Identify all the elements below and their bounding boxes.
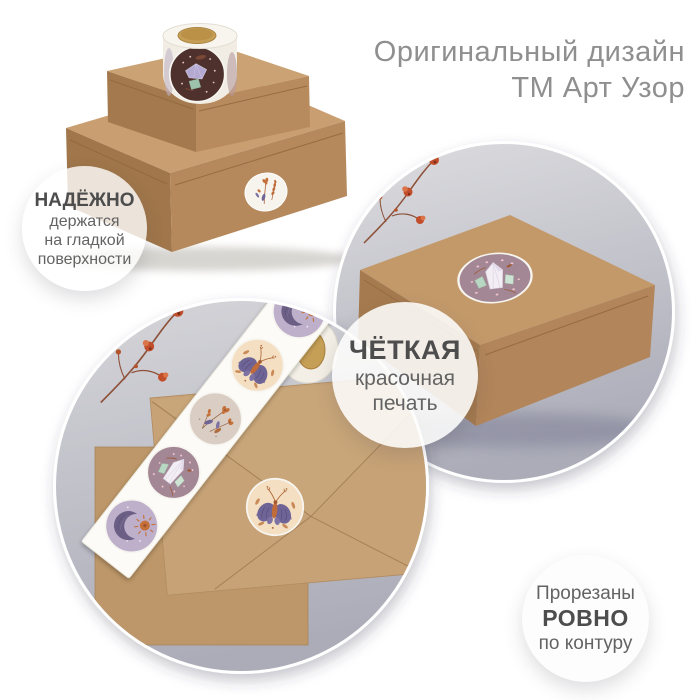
box-lid-seam	[484, 295, 649, 356]
boxes-stack-photo	[57, 23, 353, 271]
sticker-roll	[162, 23, 238, 104]
badge-print-line: красочная	[354, 366, 456, 390]
bottom-box-side-seam	[69, 139, 168, 185]
roll-core-inner	[181, 28, 213, 41]
badge-adhesion: НАДЁЖНО держатся на гладкой поверхности	[22, 166, 147, 291]
sticker-strip	[81, 301, 345, 579]
badge-cut: Прорезаны РОВНО по контуру	[522, 555, 649, 682]
badge-adhesion-line: держатся	[49, 212, 120, 230]
bottom-box-lid-seam	[174, 132, 344, 186]
badge-cut-line: Прорезаны	[536, 583, 635, 604]
crystal-sticker-on-roll	[168, 45, 226, 103]
top-box-lid-seam	[198, 85, 308, 112]
brand-heading: Оригинальный дизайн ТМ Арт Узор	[374, 34, 685, 106]
badge-adhesion-line: поверхности	[37, 250, 132, 268]
badge-adhesion-title: НАДЁЖНО	[34, 189, 135, 211]
badge-print-line: печать	[372, 391, 438, 415]
envelope-fold-lines	[152, 375, 426, 590]
brand-heading-line2: ТМ Арт Узор	[511, 72, 685, 104]
roll-side-sticker-hint	[227, 52, 237, 96]
top-box-left-face	[107, 71, 196, 152]
badge-print: ЧЁТКАЯ красочная печать	[332, 302, 478, 448]
badge-print-title: ЧЁТКАЯ	[349, 334, 461, 365]
badge-cut-title: РОВНО	[542, 605, 629, 631]
box-right-face	[476, 285, 655, 426]
top-box-side-seam	[109, 79, 194, 110]
badge-cut-line: по контуру	[538, 633, 633, 654]
badge-adhesion-line: на гладкой	[44, 231, 125, 249]
brand-heading-line1: Оригинальный дизайн	[373, 36, 685, 68]
